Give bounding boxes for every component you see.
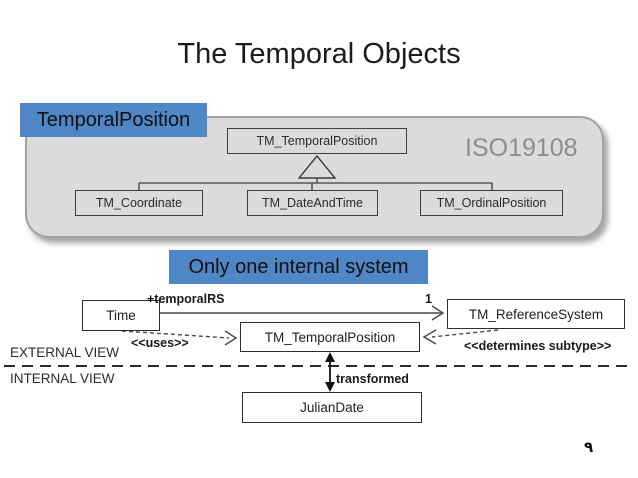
label-multiplicity-1: 1 [425,292,432,306]
arrowhead-up-icon [325,352,335,362]
determines-dashed-line [431,329,499,338]
label-external-view: EXTERNAL VIEW [10,345,120,360]
page-number: ٩ [584,438,594,456]
callout-temporal-position: TemporalPosition [20,103,207,137]
label-internal-view: INTERNAL VIEW [10,371,115,386]
open-arrowhead-uses-icon [224,330,238,346]
label-determines-subtype-stereotype: <<determines subtype>> [464,339,612,353]
class-box-tm-temporalposition: TM_TemporalPosition [227,128,407,154]
label-uses-stereotype: <<uses>> [131,336,189,350]
iso-standard-label: ISO19108 [465,134,578,162]
open-arrowhead-right-icon [431,305,445,321]
class-box-tm-coordinate: TM_Coordinate [75,190,203,216]
callout-only-one-internal-system: Only one internal system [169,250,428,284]
class-box-tm-ordinalposition: TM_OrdinalPosition [420,190,563,216]
class-box-tm-referencesystem: TM_ReferenceSystem [447,299,625,329]
class-box-time: Time [82,300,160,331]
label-transformed: transformed [336,372,409,386]
class-box-tm-temporalposition-lower: TM_TemporalPosition [240,322,420,352]
class-box-tm-dateandtime: TM_DateAndTime [247,190,378,216]
label-temporalrs: +temporalRS [147,292,225,306]
open-arrowhead-determines-icon [422,329,437,345]
class-box-juliandate: JulianDate [242,392,422,423]
arrowhead-down-icon [325,382,335,392]
page-title: The Temporal Objects [177,38,461,70]
